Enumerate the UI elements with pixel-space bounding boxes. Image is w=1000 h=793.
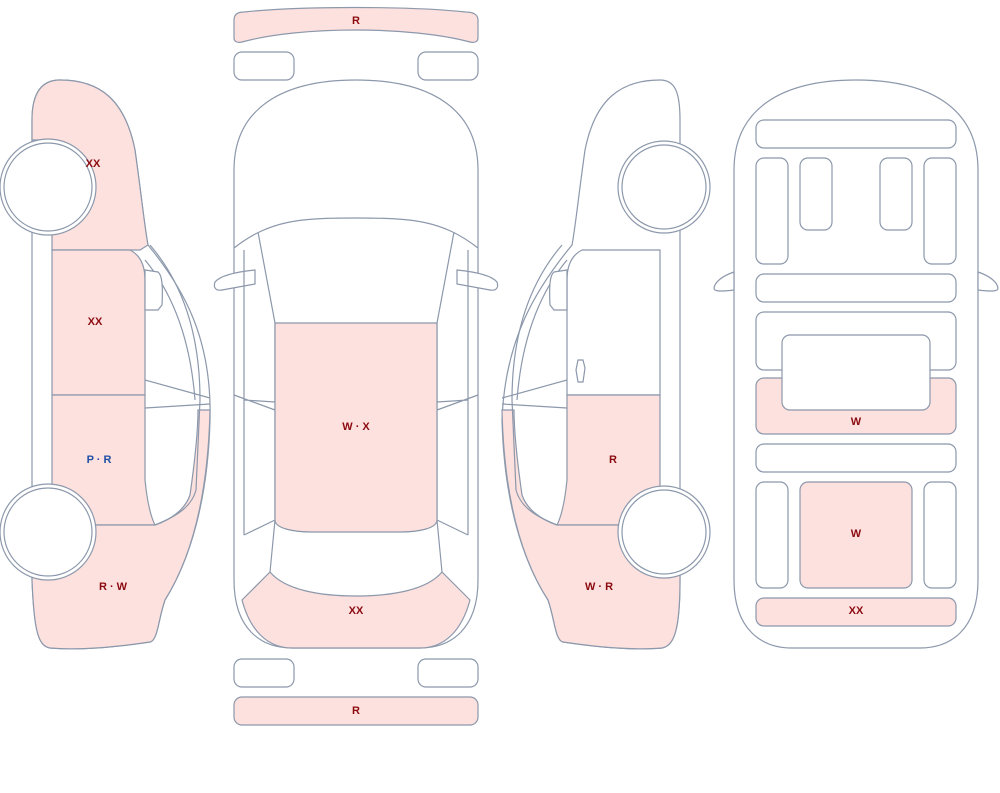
- right-rear-quarter-label: W · R: [585, 581, 613, 593]
- interior-rear-strip-label: XX: [849, 605, 864, 617]
- rear-bumper-label: R: [352, 705, 360, 717]
- left-rear-door-label: P · R: [87, 454, 112, 466]
- top-view: R W · X XX R: [213, 6, 499, 726]
- right-rear-quarter[interactable]: [501, 409, 681, 650]
- left-mirror: [144, 269, 163, 311]
- interior-rear-strip[interactable]: [755, 597, 957, 627]
- left-window-rear: [149, 244, 201, 526]
- left-front-fender-label: XX: [86, 158, 101, 170]
- front-right-headlight: [417, 51, 479, 81]
- dashboard: [755, 119, 957, 149]
- interior-rear-center[interactable]: [799, 481, 913, 589]
- rear-bumper[interactable]: [233, 696, 479, 726]
- right-rear-door-label: R: [609, 454, 617, 466]
- left-rear-quarter-label: R · W: [99, 581, 128, 593]
- front-left-headlight: [233, 51, 295, 81]
- interior-console: [781, 334, 931, 411]
- left-side-view: XX XX P · R R · W: [0, 79, 211, 650]
- rear-left-taillight: [233, 658, 295, 688]
- windshield: [233, 217, 479, 324]
- left-front-door-label: XX: [88, 316, 103, 328]
- top-left-mirror: [213, 269, 256, 291]
- right-side-view: R W · R: [501, 79, 711, 650]
- trunk-label: XX: [349, 605, 364, 617]
- right-mirror: [549, 269, 568, 311]
- interior-rear-center-label: W: [851, 528, 862, 540]
- trunk[interactable]: [241, 571, 471, 649]
- right-door-handle: [575, 359, 586, 383]
- front-bumper[interactable]: [233, 6, 479, 43]
- front-bumper-label: R: [352, 15, 360, 27]
- interior-center-panel-label: W: [851, 416, 862, 428]
- left-rear-quarter[interactable]: [31, 409, 211, 650]
- roof[interactable]: [274, 322, 438, 533]
- rear-right-taillight: [417, 658, 479, 688]
- top-right-mirror: [456, 269, 499, 291]
- right-front-door[interactable]: [566, 249, 661, 396]
- rear-window: [243, 519, 469, 573]
- left-front-door[interactable]: [51, 249, 146, 396]
- roof-label: W · X: [342, 421, 370, 433]
- interior-view: W W XX: [713, 79, 999, 649]
